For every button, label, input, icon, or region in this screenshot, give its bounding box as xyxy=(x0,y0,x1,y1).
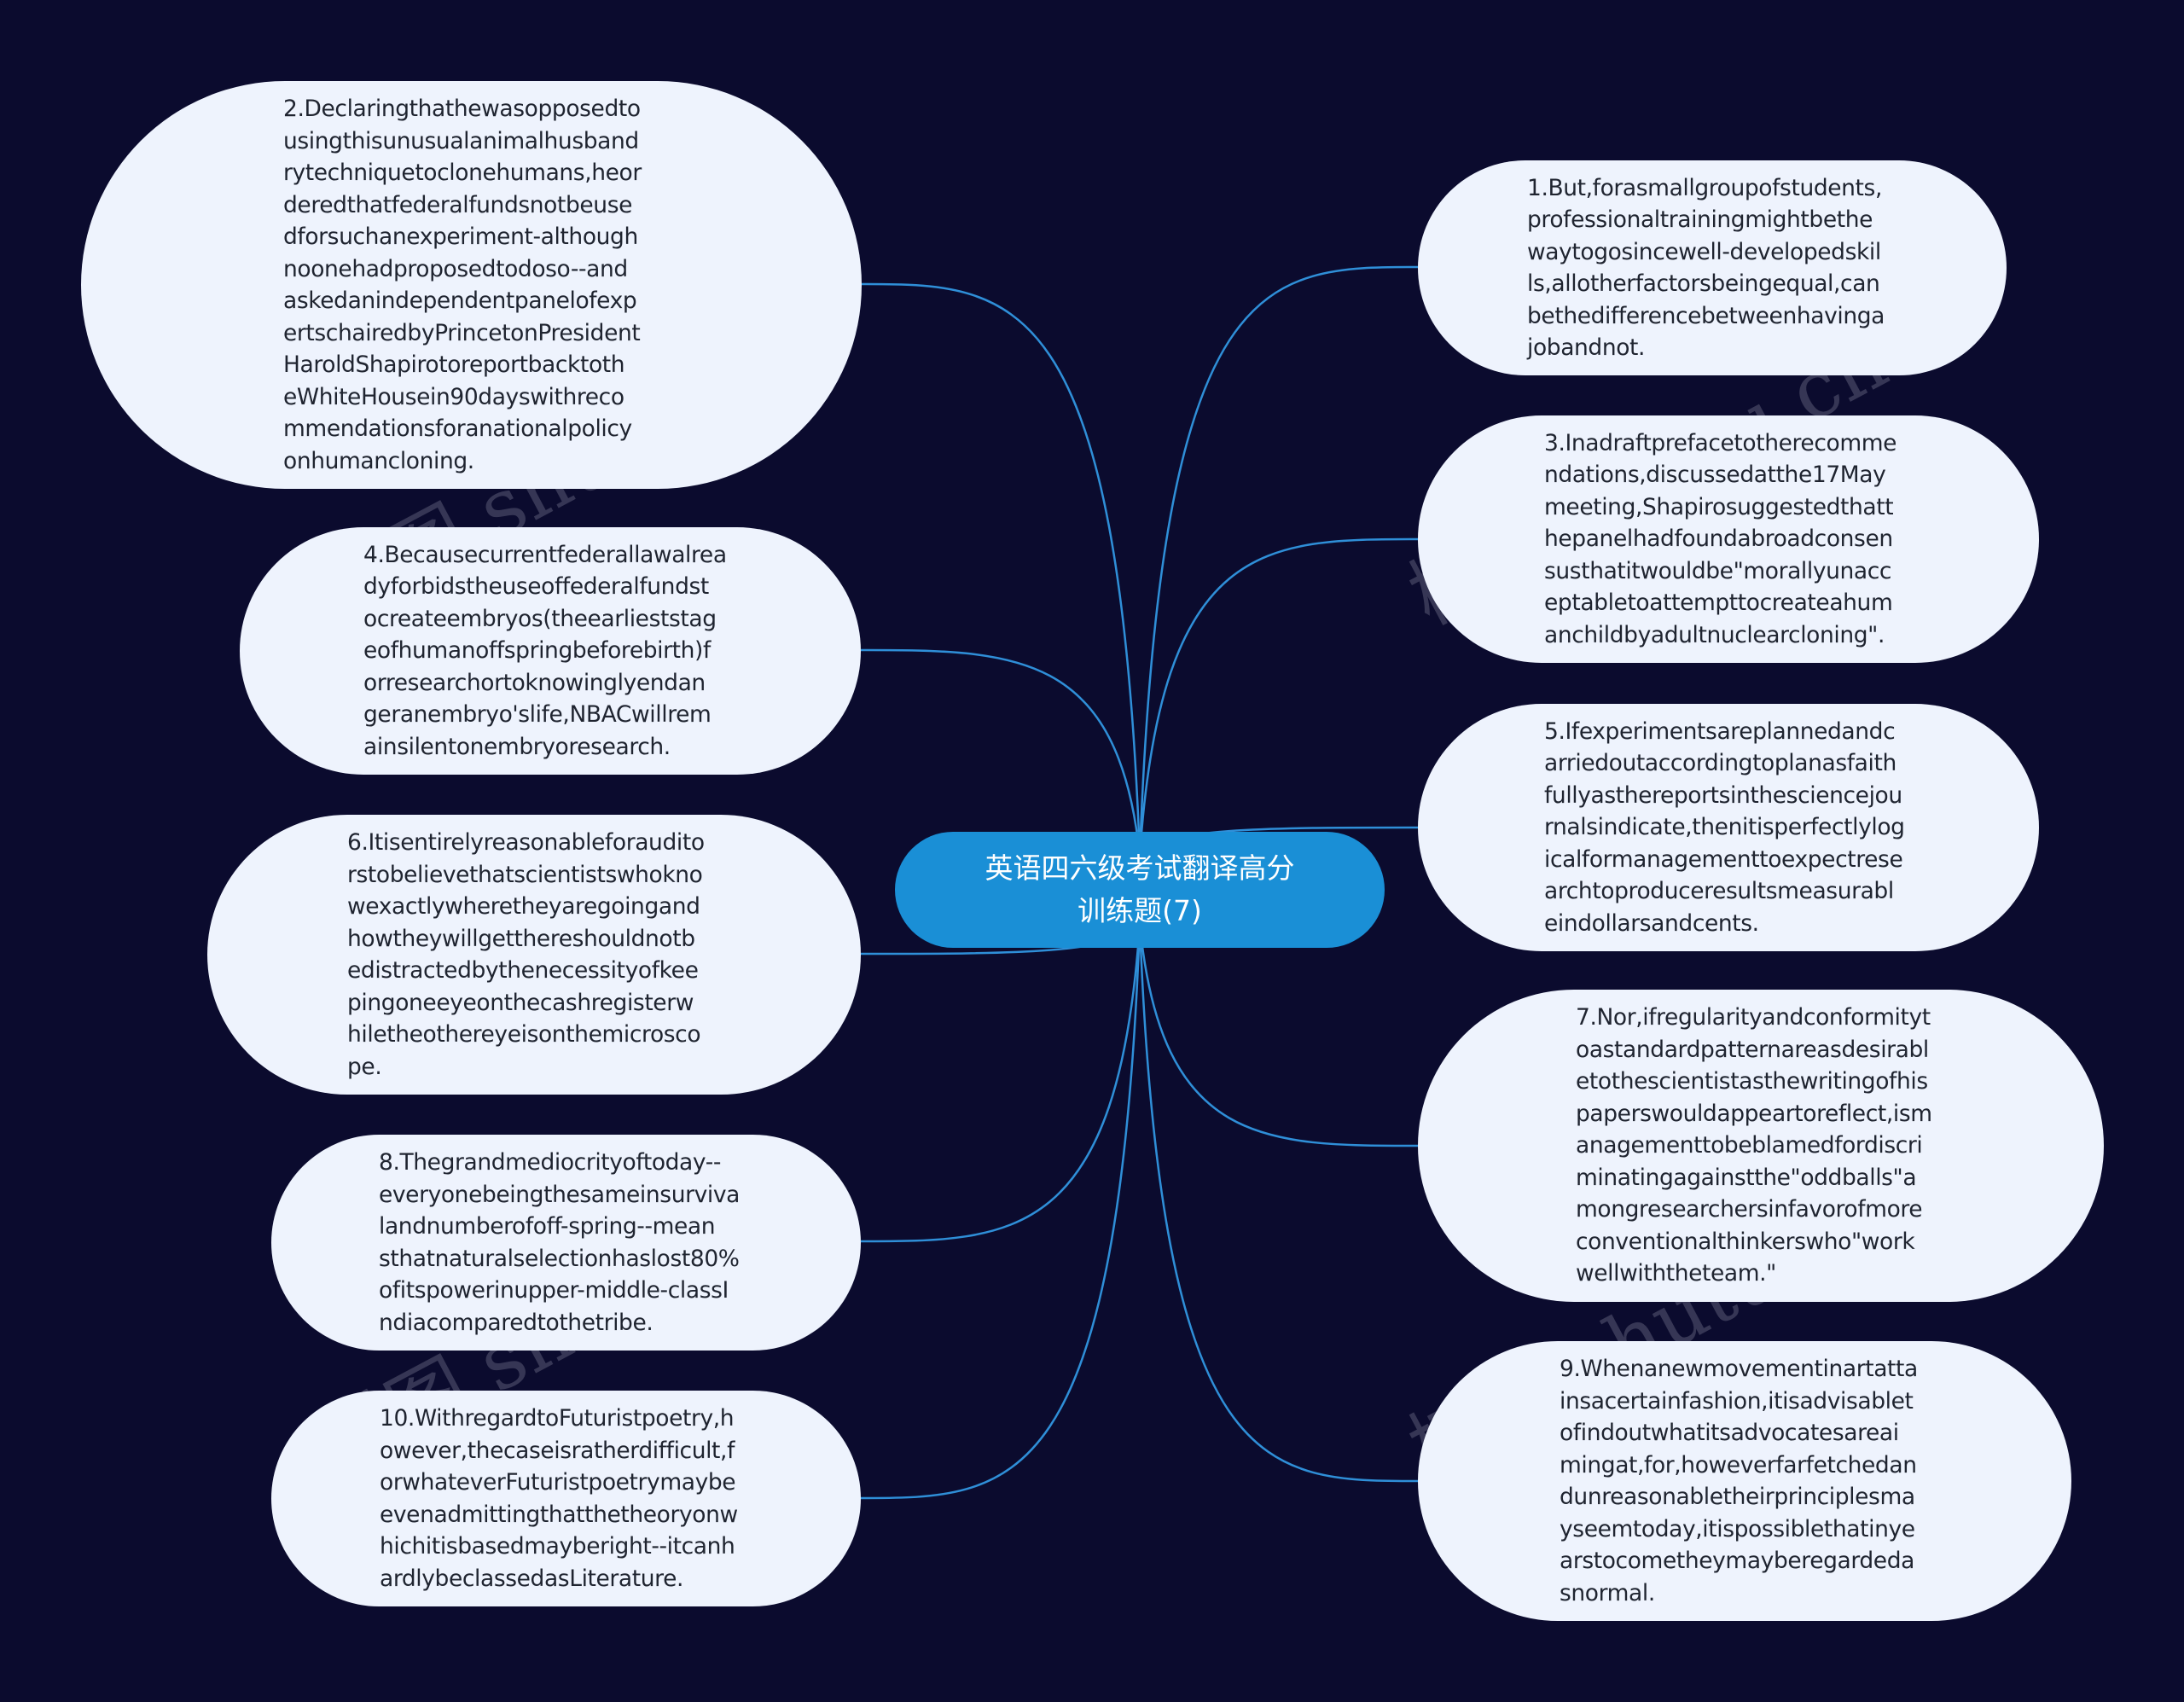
topic-node-9[interactable]: 9.Whenanewmovementinartatta insacertainf… xyxy=(1418,1341,2071,1621)
topic-text: 2.Declaringthathewasopposedto usingthisu… xyxy=(283,96,642,474)
topic-node-8[interactable]: 8.Thegrandmediocrityoftoday-- everyonebe… xyxy=(271,1135,861,1351)
connector-line-7 xyxy=(1138,923,1419,1147)
central-topic[interactable]: 英语四六级考试翻译高分 训练题(7) xyxy=(895,832,1385,948)
connector-line-3 xyxy=(1138,537,1419,857)
topic-text: 1.But,forasmallgroupofstudents, professi… xyxy=(1527,174,1885,362)
topic-text: 8.Thegrandmediocrityoftoday-- everyonebe… xyxy=(379,1149,740,1336)
topic-node-6[interactable]: 6.Itisentirelyreasonableforaudito rstobe… xyxy=(207,815,861,1095)
topic-node-3[interactable]: 3.Inadraftprefacetotherecomme ndations,d… xyxy=(1418,415,2039,663)
connector-line-8 xyxy=(860,923,1141,1243)
central-topic-title: 英语四六级考试翻译高分 训练题(7) xyxy=(985,851,1295,927)
topic-text: 10.WithregardtoFuturistpoetry,h owever,t… xyxy=(380,1405,738,1592)
topic-node-7[interactable]: 7.Nor,ifregularityandconformityt oastand… xyxy=(1418,990,2104,1302)
connector-line-2 xyxy=(860,282,1141,857)
connector-line-1 xyxy=(1138,265,1419,857)
topic-text: 7.Nor,ifregularityandconformityt oastand… xyxy=(1576,1004,1932,1287)
topic-node-10[interactable]: 10.WithregardtoFuturistpoetry,h owever,t… xyxy=(271,1391,861,1606)
topic-text: 3.Inadraftprefacetotherecomme ndations,d… xyxy=(1544,429,1897,648)
topic-text: 6.Itisentirelyreasonableforaudito rstobe… xyxy=(347,829,705,1080)
connector-line-4 xyxy=(860,648,1141,857)
topic-text: 9.Whenanewmovementinartatta insacertainf… xyxy=(1560,1356,1918,1606)
topic-text: 5.Ifexperimentsareplannedandc arriedouta… xyxy=(1544,717,1905,937)
topic-node-4[interactable]: 4.Becausecurrentfederallawalrea dyforbid… xyxy=(240,527,861,775)
topic-node-2[interactable]: 2.Declaringthathewasopposedto usingthisu… xyxy=(81,81,862,489)
connector-line-9 xyxy=(1138,923,1419,1483)
connector-line-10 xyxy=(860,923,1141,1500)
topic-node-5[interactable]: 5.Ifexperimentsareplannedandc arriedouta… xyxy=(1418,704,2039,951)
topic-node-1[interactable]: 1.But,forasmallgroupofstudents, professi… xyxy=(1418,160,2007,375)
topic-text: 4.Becausecurrentfederallawalrea dyforbid… xyxy=(363,541,727,760)
